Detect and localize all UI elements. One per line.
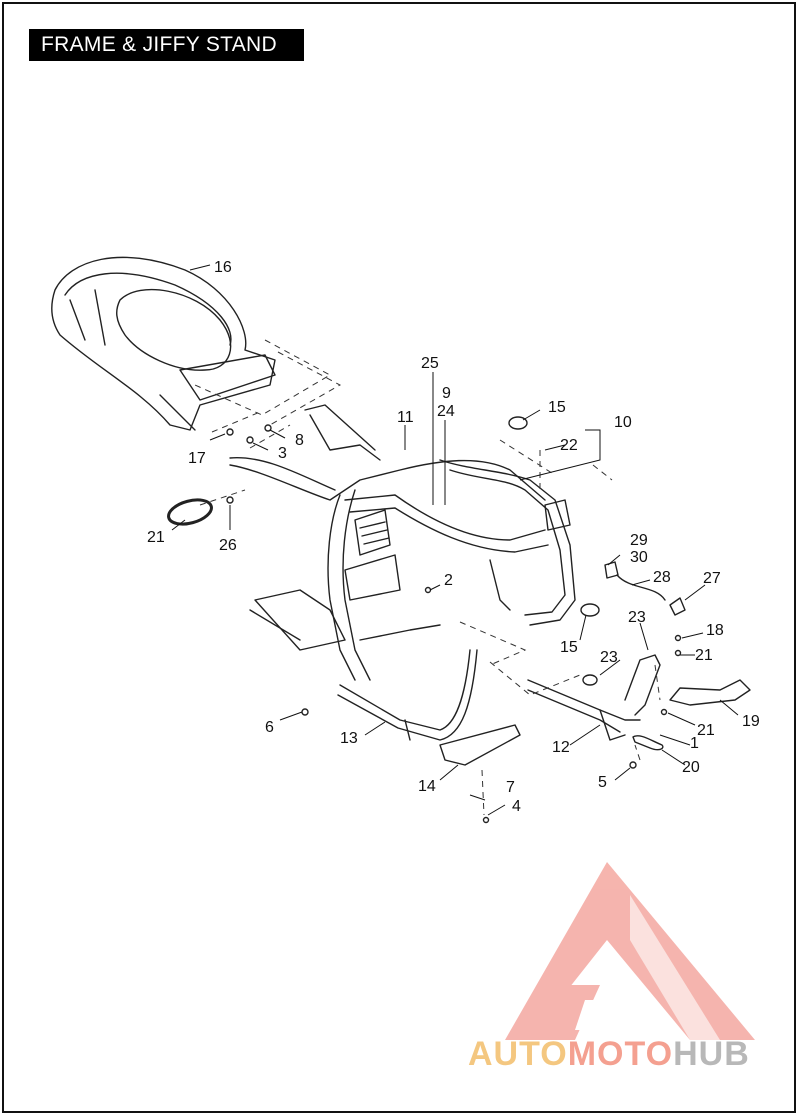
stand-switch xyxy=(604,561,666,601)
callout-22: 21 xyxy=(147,529,165,546)
pin-5 xyxy=(629,761,637,769)
screw-4 xyxy=(482,816,490,824)
clip-21-lower xyxy=(660,708,668,716)
callout-20: 20 xyxy=(682,759,700,776)
rear-fender xyxy=(51,256,276,431)
callout-13: 13 xyxy=(340,730,358,747)
screw-29 xyxy=(226,496,234,504)
watermark-logo xyxy=(505,862,755,1040)
connector-28 xyxy=(669,597,686,616)
callout-15-lower: 15 xyxy=(560,639,578,656)
callout-8: 8 xyxy=(295,432,304,449)
callout-14: 14 xyxy=(418,778,436,795)
frame-plug xyxy=(167,498,213,526)
callout-1: 1 xyxy=(690,735,699,752)
jiffy-stand xyxy=(527,654,661,741)
callout-21-upper: 21 xyxy=(695,647,713,664)
clip-21-upper xyxy=(674,649,682,657)
front-mount-bar xyxy=(337,649,478,741)
leader-lines xyxy=(171,264,739,816)
callout-17: 16 xyxy=(214,259,232,276)
callout-31: 29 xyxy=(630,532,648,549)
callout-2: 2 xyxy=(444,572,453,589)
cap-upper xyxy=(508,416,528,430)
main-frame xyxy=(229,404,576,681)
callout-9: 9 xyxy=(442,385,451,402)
callout-labels: 16 25 9 24 11 15 10 22 17 3 8 21 26 29 3… xyxy=(147,259,760,815)
callout-21-lower-visible: 21 xyxy=(697,722,715,739)
callout-23-visible: 23 xyxy=(600,649,618,666)
bumper xyxy=(582,674,598,686)
nut-3 xyxy=(246,436,254,444)
callout-3: 3 xyxy=(278,445,287,462)
clip-19 xyxy=(674,634,682,642)
callout-10: 10 xyxy=(614,414,632,431)
bracket-plate xyxy=(439,724,521,766)
watermark-text: AUTOMOTOHUB xyxy=(468,1035,750,1074)
cap-lower xyxy=(580,603,600,617)
callout-27: 25 xyxy=(421,355,439,372)
callout-29: 26 xyxy=(219,537,237,554)
stand-leg xyxy=(669,679,751,706)
washer-8 xyxy=(264,424,272,432)
callout-12: 12 xyxy=(552,739,570,756)
watermark-part-moto: MOTO xyxy=(567,1035,674,1073)
callout-5: 5 xyxy=(598,774,607,791)
page-title: FRAME & JIFFY STAND xyxy=(29,29,304,61)
callout-16: 17 xyxy=(188,450,206,467)
callout-28: 27 xyxy=(703,570,721,587)
callout-26: 24 xyxy=(437,403,455,420)
callout-24: 22 xyxy=(560,437,578,454)
callout-32: 30 xyxy=(630,549,648,566)
stand-spring xyxy=(632,735,664,751)
callout-4: 4 xyxy=(512,798,521,815)
callout-18: 19 xyxy=(742,713,760,730)
callout-19: 18 xyxy=(706,622,724,639)
callout-25: 23 xyxy=(628,609,646,626)
callout-6: 6 xyxy=(265,719,274,736)
watermark-part-hub: HUB xyxy=(673,1035,750,1073)
callout-7: 7 xyxy=(506,779,515,796)
bolt-6 xyxy=(301,708,309,716)
callout-15-upper: 15 xyxy=(548,399,566,416)
fastener-2 xyxy=(424,586,432,594)
callout-30: 28 xyxy=(653,569,671,586)
watermark-part-auto: AUTO xyxy=(468,1035,568,1073)
callout-11: 11 xyxy=(397,409,414,426)
guide-lines xyxy=(194,339,661,816)
bolt-16 xyxy=(226,428,234,436)
